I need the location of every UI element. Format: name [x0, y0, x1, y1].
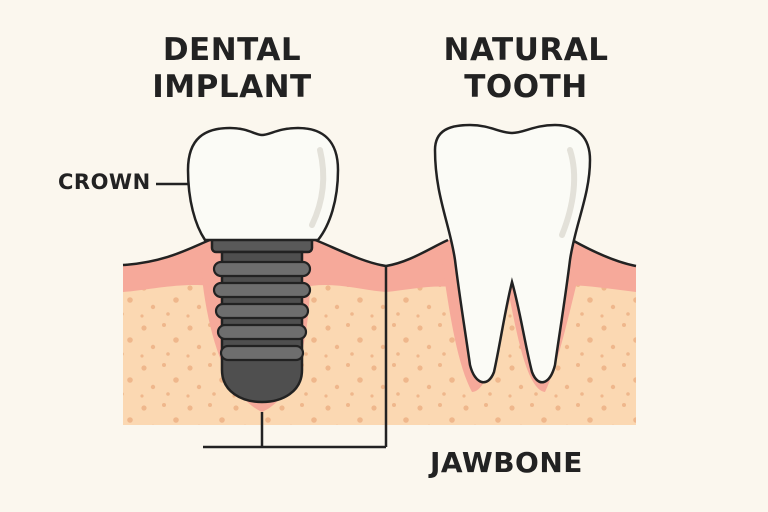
title-natural-tooth: NATURAL TOOTH — [406, 32, 646, 106]
crown-label: CROWN — [58, 170, 151, 194]
title-dental-implant: DENTAL IMPLANT — [132, 32, 332, 106]
implant-screw — [210, 230, 314, 404]
title-line: IMPLANT — [152, 69, 312, 105]
implant-crown — [186, 126, 340, 242]
title-line: NATURAL — [443, 32, 609, 68]
title-line: TOOTH — [464, 69, 588, 105]
natural-tooth — [433, 123, 592, 384]
title-line: DENTAL — [162, 32, 302, 68]
jawbone-label: JAWBONE — [430, 446, 583, 479]
jawbone-pointer — [203, 412, 386, 449]
